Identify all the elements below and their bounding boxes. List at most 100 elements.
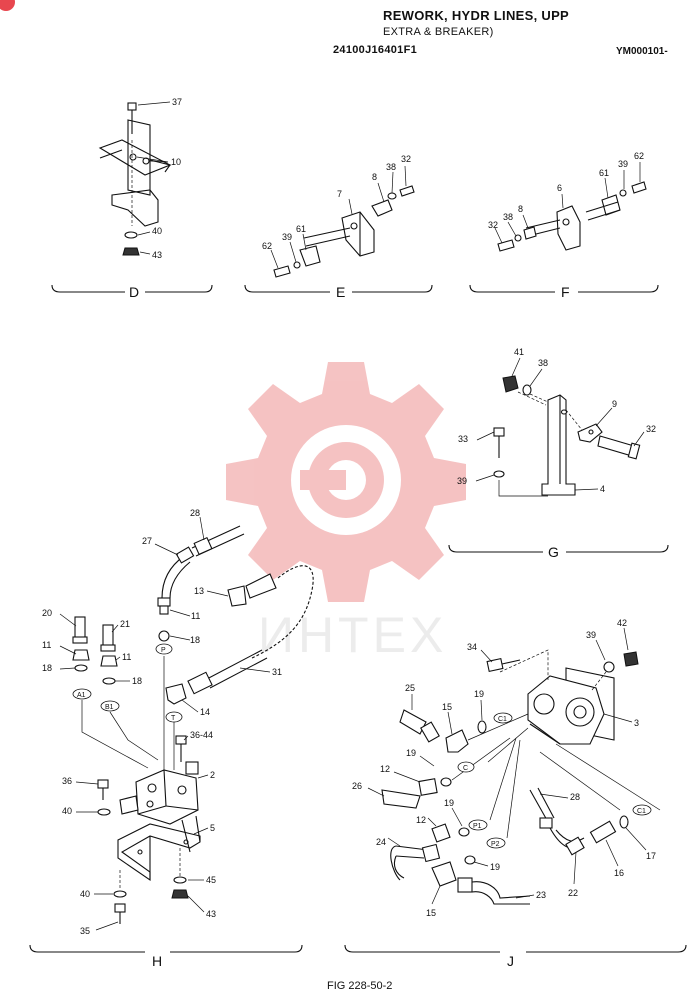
- port-marker-c1-right: C1: [632, 804, 652, 816]
- callout-j-22: 22: [568, 888, 578, 898]
- callout-h-28: 28: [190, 508, 200, 518]
- callout-f-8: 8: [518, 204, 523, 214]
- section-g-bracket: [448, 544, 669, 553]
- callout-h-2: 2: [210, 770, 215, 780]
- callout-h-27: 27: [142, 536, 152, 546]
- model-code: YM000101-: [616, 46, 668, 57]
- callout-h-13: 13: [194, 586, 204, 596]
- callout-j-19d: 19: [490, 862, 500, 872]
- section-label-f: F: [561, 284, 570, 300]
- section-h-drawing: [59, 516, 314, 931]
- port-marker-c: C: [457, 761, 475, 773]
- callout-j-39: 39: [586, 630, 596, 640]
- callout-j-19c: 19: [444, 798, 454, 808]
- callout-e-32: 32: [401, 154, 411, 164]
- section-label-e: E: [336, 284, 345, 300]
- corner-badge: [0, 0, 15, 11]
- port-marker-p: P: [155, 643, 173, 655]
- callout-j-25: 25: [405, 683, 415, 693]
- callout-j-15a: 15: [442, 702, 452, 712]
- callout-h-20: 20: [42, 608, 52, 618]
- callout-h-31: 31: [272, 667, 282, 677]
- callout-g-33: 33: [458, 434, 468, 444]
- callout-h-11c: 11: [122, 652, 131, 662]
- port-marker-t: T: [165, 711, 183, 723]
- callout-f-61: 61: [599, 168, 609, 178]
- watermark-text: ИНТЕХ: [258, 607, 447, 663]
- section-j-drawing: [367, 627, 661, 905]
- callout-h-18c: 18: [132, 676, 142, 686]
- callout-e-61: 61: [296, 224, 306, 234]
- svg-text:P: P: [161, 647, 166, 654]
- diagram-title: REWORK, HYDR LINES, UPP: [383, 8, 570, 23]
- callout-h-36: 36: [62, 776, 72, 786]
- callout-j-3: 3: [634, 718, 639, 728]
- callout-j-15b: 15: [426, 908, 436, 918]
- callout-j-23: 23: [536, 890, 546, 900]
- section-label-j: J: [507, 953, 514, 969]
- callout-f-6: 6: [557, 183, 562, 193]
- section-g-drawing: [475, 357, 645, 497]
- callout-h-5: 5: [210, 823, 215, 833]
- callout-j-42: 42: [617, 618, 627, 628]
- diagram-subtitle: EXTRA & BREAKER): [383, 26, 494, 38]
- svg-text:C: C: [463, 765, 468, 772]
- section-e-bracket: [244, 284, 433, 293]
- callout-j-28: 28: [570, 792, 580, 802]
- callout-j-26: 26: [352, 781, 362, 791]
- port-marker-p1: P1: [468, 819, 488, 831]
- callout-j-16: 16: [614, 868, 624, 878]
- watermark-gear: [226, 362, 466, 602]
- callout-j-19b: 19: [406, 748, 416, 758]
- callout-g-9: 9: [612, 399, 617, 409]
- svg-text:A1: A1: [77, 692, 86, 699]
- callout-g-39: 39: [457, 476, 467, 486]
- section-label-h: H: [152, 953, 162, 969]
- port-marker-p2: P2: [486, 837, 506, 849]
- callout-h-40a: 40: [62, 806, 72, 816]
- callout-h-36-44: 36-44: [190, 730, 213, 740]
- callout-f-32: 32: [488, 220, 498, 230]
- callout-d-37: 37: [172, 97, 182, 107]
- callout-f-38: 38: [503, 212, 513, 222]
- callout-f-62: 62: [634, 151, 644, 161]
- callout-g-32: 32: [646, 424, 656, 434]
- port-marker-a1: A1: [72, 688, 92, 700]
- svg-text:B1: B1: [105, 704, 114, 711]
- callout-e-39: 39: [282, 232, 292, 242]
- figure-reference: FIG 228-50-2: [327, 980, 393, 992]
- callout-e-7: 7: [337, 189, 342, 199]
- section-f-bracket: [469, 284, 659, 293]
- callout-d-43: 43: [152, 250, 162, 260]
- callout-h-21: 21: [120, 619, 130, 629]
- section-label-d: D: [129, 284, 139, 300]
- callout-g-38: 38: [538, 358, 548, 368]
- callout-h-18b: 18: [42, 663, 52, 673]
- callout-h-11b: 11: [42, 640, 51, 650]
- svg-text:C1: C1: [637, 808, 646, 815]
- callout-j-12a: 12: [380, 764, 390, 774]
- section-f-drawing: [494, 162, 647, 252]
- section-label-g: G: [548, 544, 559, 560]
- callout-h-45: 45: [206, 875, 216, 885]
- port-marker-c1-top: C1: [493, 712, 513, 724]
- svg-text:P1: P1: [473, 823, 482, 830]
- section-h-bracket: [29, 944, 303, 953]
- section-d-drawing: [98, 101, 172, 256]
- port-marker-b1: B1: [100, 700, 120, 712]
- svg-text:T: T: [171, 715, 176, 722]
- svg-text:P2: P2: [491, 841, 500, 848]
- svg-text:C1: C1: [498, 716, 507, 723]
- section-j-bracket: [344, 944, 687, 953]
- callout-h-14: 14: [200, 707, 210, 717]
- callout-d-10: 10: [171, 157, 181, 167]
- part-number: 24100J16401F1: [333, 44, 418, 56]
- callout-h-18a: 18: [190, 635, 200, 645]
- section-d-bracket: [51, 284, 213, 293]
- callout-e-8: 8: [372, 172, 377, 182]
- callout-h-43: 43: [206, 909, 216, 919]
- callout-e-62: 62: [262, 241, 272, 251]
- callout-d-40: 40: [152, 226, 162, 236]
- callout-j-34: 34: [467, 642, 477, 652]
